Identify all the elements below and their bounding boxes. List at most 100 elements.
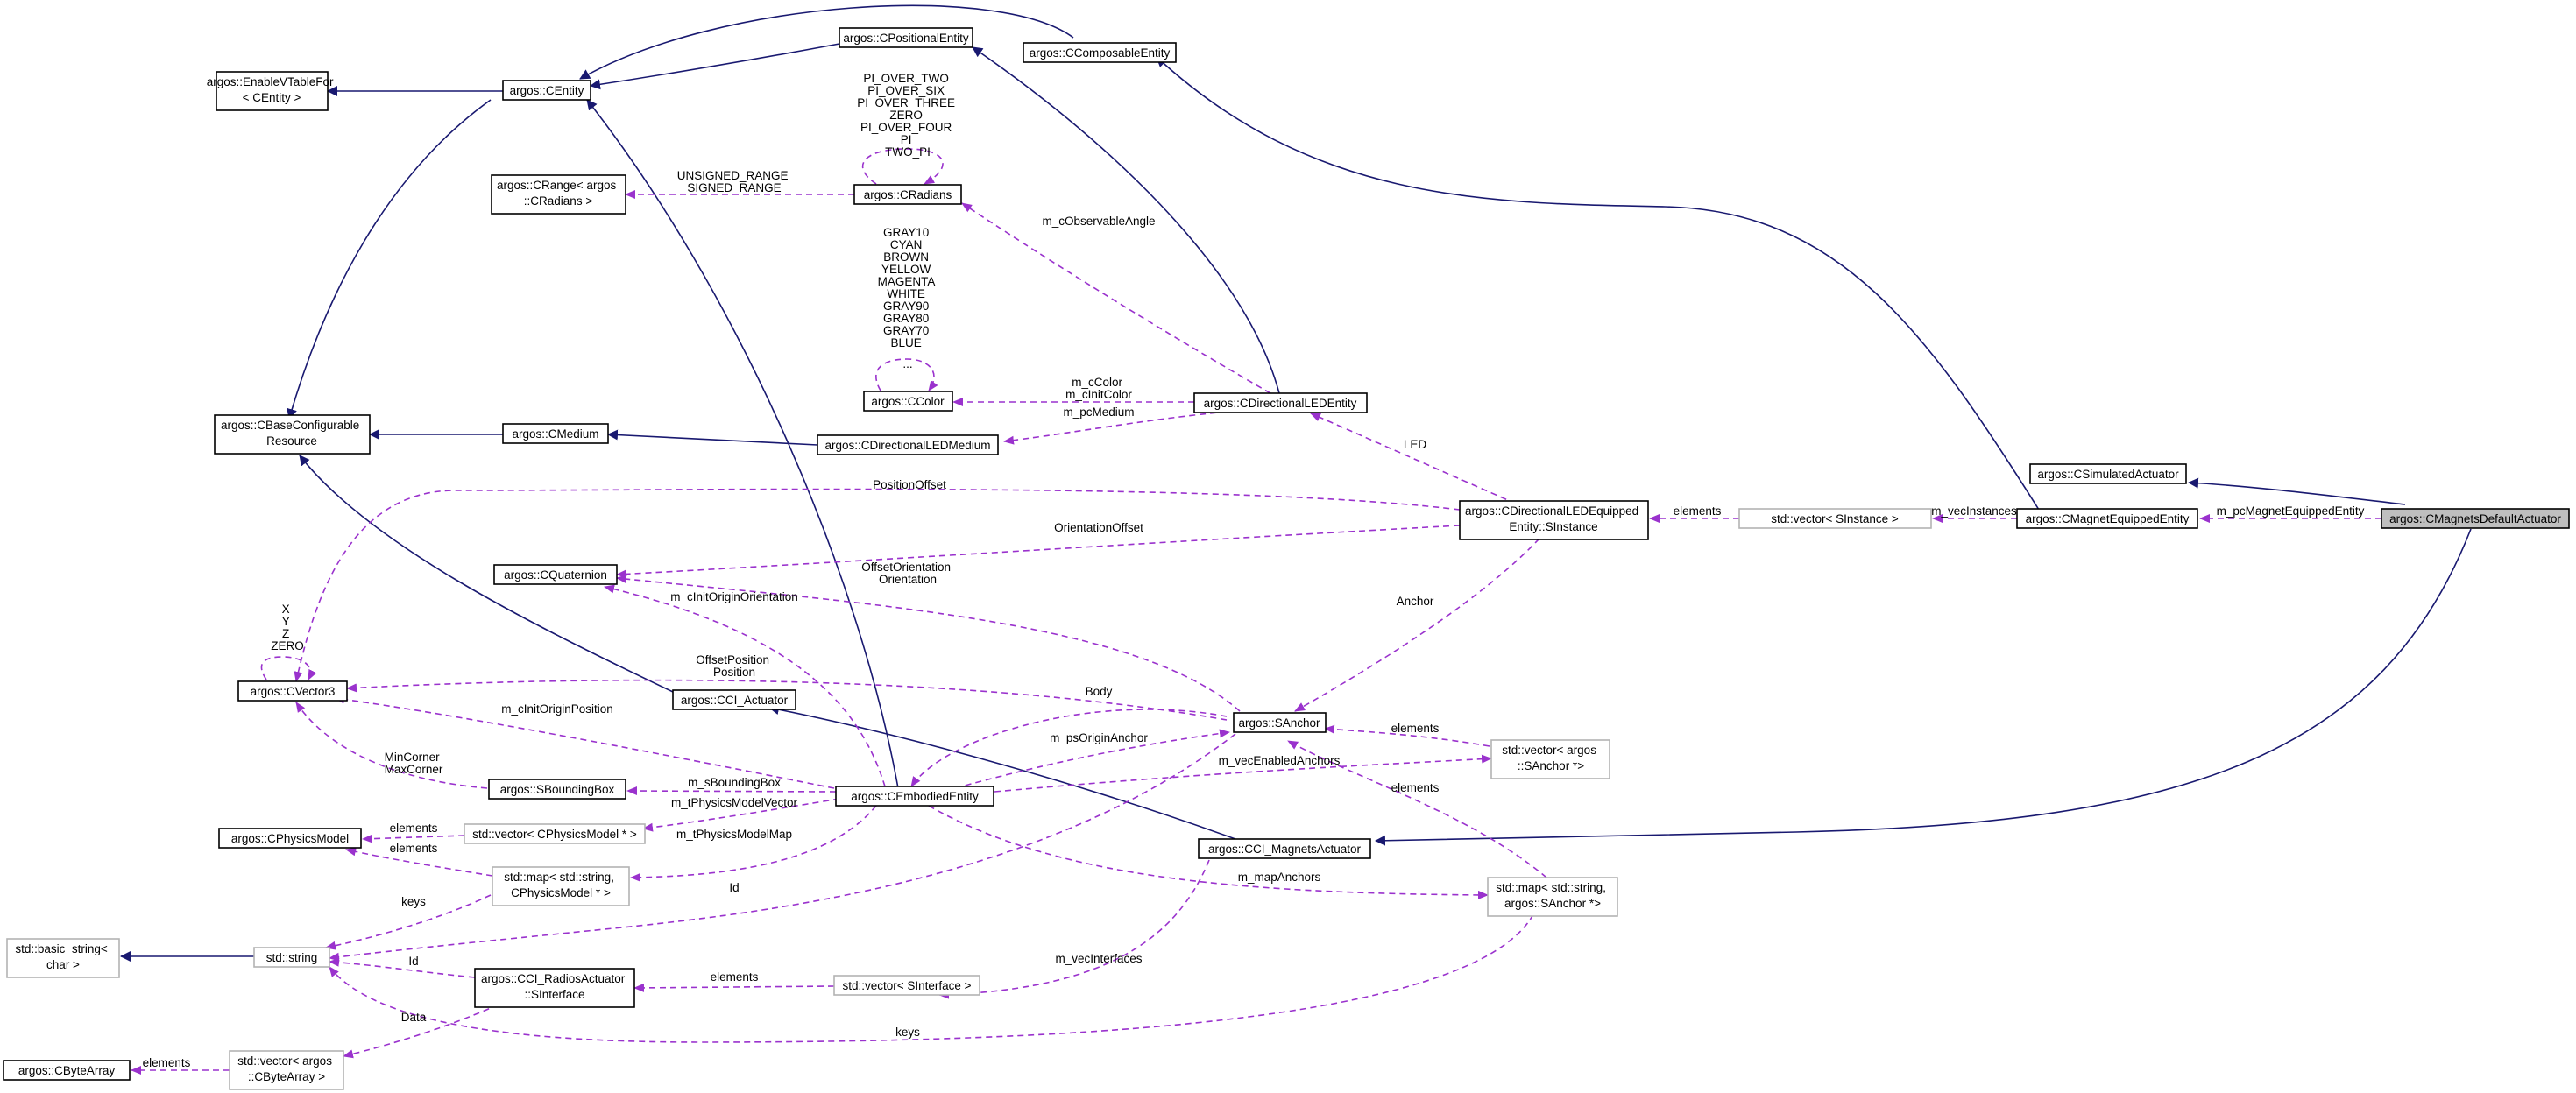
edge-composable-to-centity (579, 4, 1074, 80)
label-bounding-box: m_sBoundingBox (688, 776, 781, 789)
edge-radios-iface-to-stdstring (329, 957, 476, 978)
edge-vec-physics-to-physics (362, 834, 465, 843)
node-cci-actuator[interactable]: argos::CCI_Actuator (672, 689, 796, 710)
node-cradians[interactable]: argos::CRadians (853, 184, 962, 205)
edge-embodied-to-sanchor-origin (954, 729, 1230, 789)
node-basic-string[interactable]: std::basic_string< char > (6, 938, 120, 978)
edge-dled-to-cradians (961, 202, 1271, 394)
label-data: Data (401, 1011, 427, 1024)
edge-embodied-to-centity (586, 99, 899, 789)
usage-edges (131, 148, 2381, 1075)
node-cci-magnets[interactable]: argos::CCI_MagnetsActuator (1198, 838, 1371, 859)
label-body: Body (1086, 685, 1113, 698)
edge-cci-magnets-to-vec-sinterface (938, 859, 1210, 999)
edge-ccolor-self (875, 358, 938, 391)
node-stdstring[interactable]: std::string (253, 947, 330, 968)
node-composable-entity[interactable]: argos::CComposableEntity (1023, 42, 1177, 63)
node-ccolor[interactable]: argos::CColor (863, 391, 953, 412)
node-centity[interactable]: argos::CEntity (502, 80, 591, 101)
svg-text:argos::CCI_RadiosActuator: argos::CCI_RadiosActuator ::SInterface (481, 972, 628, 1001)
node-dled-instance[interactable]: argos::CDirectionalLEDEquipped Entity::S… (1459, 500, 1649, 540)
node-simulated-actuator[interactable]: argos::CSimulatedActuator (2029, 463, 2187, 484)
label-range-ranges: UNSIGNED_RANGE SIGNED_RANGE (677, 169, 792, 194)
edge-sinstance-to-cvector3-position (294, 488, 1461, 682)
edge-embodied-to-map-anchor (928, 805, 1489, 899)
svg-text:argos::CRange< argos :: argos::CRange< argos ::CRadians > (497, 179, 619, 208)
edge-map-anchor-to-sanchor (1287, 740, 1547, 878)
svg-text:std::vector< argos ::S: std::vector< argos ::SAnchor *> (1502, 744, 1599, 772)
svg-text:argos::SAnchor: argos::SAnchor (1238, 716, 1320, 730)
label-ccolor-self: GRAY10 CYAN BROWN YELLOW MAGENTA WHITE G… (878, 226, 938, 370)
edge-cci-magnets-to-cci-actuator (768, 704, 1236, 840)
node-physics-model[interactable]: argos::CPhysicsModel (218, 828, 362, 849)
edge-radios-iface-to-vec-bytearray (343, 999, 509, 1059)
node-vec-sinstance[interactable]: std::vector< SInstance > (1738, 508, 1932, 529)
edge-positional-to-centity (590, 43, 840, 90)
node-sbounding[interactable]: argos::SBoundingBox (488, 779, 626, 800)
svg-text:argos::CDirectionalLEDEquipped: argos::CDirectionalLEDEquipped Entity::S… (1465, 504, 1642, 533)
svg-text:argos::CDirectionalLEDEntity: argos::CDirectionalLEDEntity (1204, 397, 1357, 410)
label-vec-instances: m_vecInstances (1931, 504, 2017, 518)
svg-text:std::vector< SInstance >: std::vector< SInstance > (1771, 512, 1899, 525)
node-cvector3[interactable]: argos::CVector3 (237, 680, 348, 702)
node-positional-entity[interactable]: argos::CPositionalEntity (839, 27, 973, 48)
svg-text:argos::CByteArray: argos::CByteArray (18, 1064, 116, 1077)
label-offset-position: OffsetPosition Position (696, 653, 773, 679)
node-radios-iface[interactable]: argos::CCI_RadiosActuator ::SInterface (474, 968, 635, 1008)
inheritance-edges (120, 4, 2472, 962)
node-vec-sanchor[interactable]: std::vector< argos ::SAnchor *> (1490, 739, 1610, 779)
node-vec-bytearray[interactable]: std::vector< argos ::CByteArray > (229, 1050, 344, 1090)
svg-text:argos::CEntity: argos::CEntity (510, 84, 584, 97)
edge-dled-entity-to-positional (972, 46, 1280, 394)
label-pc-medium: m_pcMedium (1063, 405, 1134, 419)
node-vec-physics[interactable]: std::vector< CPhysicsModel * > (464, 823, 646, 844)
edge-embodied-to-map-physics (630, 805, 877, 882)
label-elements-bytearray: elements (143, 1056, 191, 1069)
label-init-position: m_cInitOriginPosition (501, 702, 613, 716)
label-offset-orientation: OffsetOrientation Orientation (861, 561, 954, 586)
label-elements-sinstance: elements (1674, 504, 1722, 518)
label-color-init: m_cColor m_cInitColor (1065, 376, 1132, 401)
label-elements-vec-physics: elements (390, 822, 438, 835)
node-magnets-default[interactable]: argos::CMagnetsDefaultActuator (2381, 508, 2570, 529)
label-vec-interfaces: m_vecInterfaces (1055, 952, 1142, 965)
label-anchor: Anchor (1397, 595, 1434, 608)
node-map-anchor[interactable]: std::map< std::string, argos::SAnchor *> (1487, 877, 1618, 917)
svg-text:std::basic_string< cha: std::basic_string< char > (15, 942, 110, 971)
label-init-orientation: m_cInitOriginOrientation (670, 590, 798, 603)
edge-cvector3-self (260, 656, 317, 680)
edge-magnets-default-to-simulated (2188, 477, 2406, 505)
node-cmedium[interactable]: argos::CMedium (502, 423, 609, 444)
label-elements-vec-sinterface: elements (711, 970, 759, 984)
edge-vec-sanchor-to-sanchor (1324, 724, 1490, 747)
label-id-anchor: Id (729, 881, 739, 894)
edge-sbounding-to-cvector3 (295, 702, 488, 789)
node-map-physics[interactable]: std::map< std::string, CPhysicsModel * > (492, 866, 630, 906)
svg-text:argos::CDirectionalLEDMedium: argos::CDirectionalLEDMedium (824, 439, 990, 452)
label-led: LED (1404, 438, 1427, 451)
node-dled-medium[interactable]: argos::CDirectionalLEDMedium (817, 434, 999, 455)
label-elements-map-physics: elements (390, 842, 438, 855)
node-magnet-equipped[interactable]: argos::CMagnetEquippedEntity (2016, 508, 2198, 529)
node-crange[interactable]: argos::CRange< argos ::CRadians > (491, 174, 626, 215)
label-cvector3-self: X Y Z ZERO (271, 603, 304, 652)
svg-text:argos::CMagnetEquippedEntity: argos::CMagnetEquippedEntity (2026, 512, 2190, 525)
edge-centity-to-configurable (287, 99, 492, 420)
node-enable-vtable[interactable]: argos::EnableVTableFor < CEntity > (207, 71, 337, 111)
node-configurable[interactable]: argos::CBaseConfigurable Resource (214, 414, 371, 455)
node-quaternion[interactable]: argos::CQuaternion (493, 564, 618, 585)
label-map-anchors: m_mapAnchors (1238, 871, 1321, 884)
label-position-offset: PositionOffset (873, 478, 946, 491)
svg-text:argos::CVector3: argos::CVector3 (251, 685, 336, 698)
node-sanchor[interactable]: argos::SAnchor (1233, 712, 1327, 733)
edge-sinstance-to-quaternion (616, 525, 1461, 579)
svg-text:std::map< std::string,: std::map< std::string, CPhysicsModel * > (504, 871, 617, 899)
node-cbytearray[interactable]: argos::CByteArray (3, 1060, 131, 1081)
node-dled-entity[interactable]: argos::CDirectionalLEDEntity (1193, 392, 1368, 413)
node-embodied[interactable]: argos::CEmbodiedEntity (835, 786, 994, 807)
edge-cradians-self (861, 148, 944, 185)
svg-text:argos::CQuaternion: argos::CQuaternion (504, 568, 607, 582)
label-physics-vector: m_tPhysicsModelVector (671, 796, 798, 809)
edge-embodied-to-vec-physics (642, 798, 840, 832)
node-vec-sinterface[interactable]: std::vector< SInterface > (833, 975, 980, 996)
